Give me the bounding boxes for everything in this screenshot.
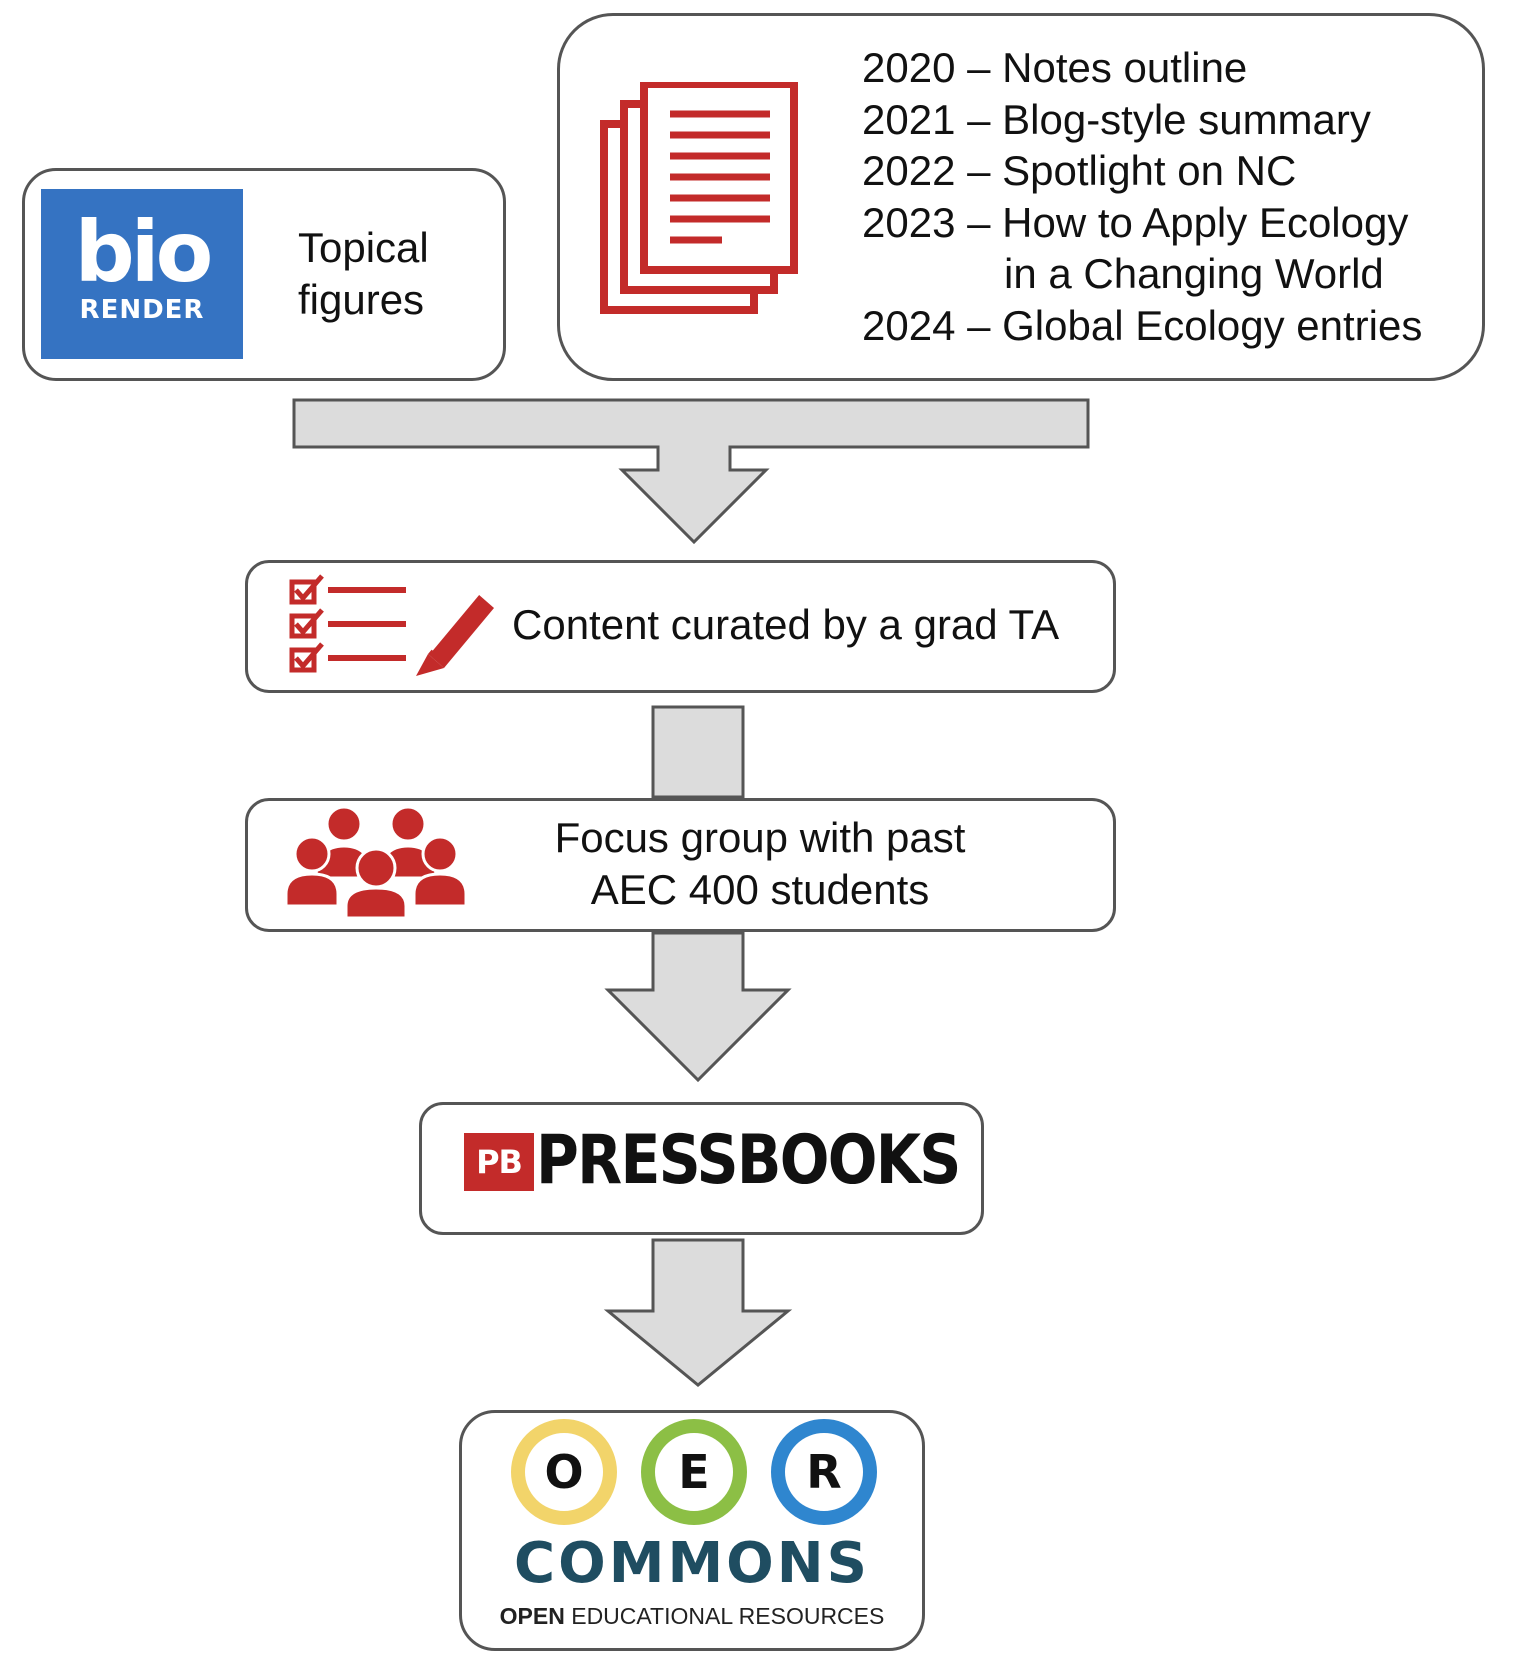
source-entry-2020: 2020 – Notes outline <box>862 44 1248 91</box>
oer-tagline-bold: OPEN <box>499 1603 565 1629</box>
source-entry-2021: 2021 – Blog-style summary <box>862 95 1371 143</box>
curation-label: Content curated by a grad TA <box>512 601 1060 648</box>
sources-list: 2020 – Notes outline 2021 – Blog-style s… <box>862 42 1422 351</box>
oer-letter-o: O <box>544 1445 583 1499</box>
people-group-icon <box>286 806 466 918</box>
down-arrow-to-oer <box>603 1238 793 1387</box>
oer-rings-logo: O E R <box>511 1419 877 1525</box>
source-entry-2023: 2023 – How to Apply Ecology <box>862 198 1409 246</box>
focus-group-label: Focus group with past AEC 400 students <box>480 812 1040 916</box>
oer-letter-r: R <box>806 1445 841 1499</box>
document-stack-icon <box>600 82 798 314</box>
connector-bar <box>651 705 745 799</box>
oer-letter-e: E <box>678 1445 709 1499</box>
topical-label-line2: figures <box>298 276 425 323</box>
checklist-pencil-icon <box>289 574 494 676</box>
source-entry-2023-continued: in a Changing World <box>1004 250 1384 297</box>
focus-label-line1: Focus group with past <box>554 814 966 861</box>
source-entry-2024: 2024 – Global Ecology entries <box>862 301 1423 349</box>
biorender-logo: bio RENDER <box>41 189 243 359</box>
focus-label-line2: AEC 400 students <box>590 866 930 913</box>
pressbooks-badge: PB <box>464 1133 534 1191</box>
oer-commons-wordmark: COMMONS <box>514 1531 870 1596</box>
topical-label-line1: Topical <box>298 224 429 271</box>
merge-arrow <box>292 398 1090 545</box>
down-arrow-to-pressbooks <box>604 931 792 1083</box>
source-entry-2022: 2022 – Spotlight on NC <box>862 147 1297 194</box>
oer-tagline-rest: EDUCATIONAL RESOURCES <box>564 1603 885 1629</box>
biorender-logo-render: RENDER <box>79 295 205 325</box>
topical-figures-label: Topical figures <box>298 222 429 326</box>
biorender-logo-bio: bio <box>74 203 214 301</box>
pressbooks-wordmark: PRESSBOOKS <box>536 1121 961 1200</box>
oer-tagline: OPEN EDUCATIONAL RESOURCES <box>459 1602 925 1630</box>
